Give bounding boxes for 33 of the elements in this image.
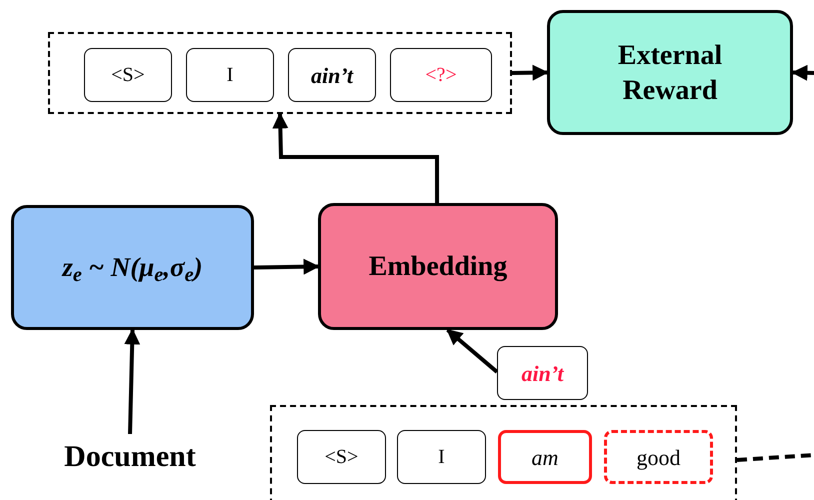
token-box (186, 48, 274, 102)
token-box (288, 48, 376, 102)
node-text: <S> (324, 445, 358, 470)
node-text: ain’t (522, 360, 564, 388)
reward-box (547, 10, 793, 135)
node-text: am (532, 444, 558, 472)
token-box (498, 430, 592, 484)
node-text: External Reward (616, 38, 724, 108)
embedding-box (318, 203, 558, 330)
token-sequence-box (48, 32, 512, 114)
node-text: ain’t (311, 62, 353, 90)
arrow (254, 258, 320, 275)
node-text: <S> (111, 63, 145, 88)
token-box (397, 430, 486, 484)
node-text: <?> (425, 63, 457, 88)
token-sequence-box (270, 405, 737, 500)
token-box (497, 346, 588, 400)
distribution-box (11, 205, 254, 330)
arrow (272, 112, 440, 203)
arrow (124, 328, 140, 434)
token-box (84, 48, 172, 102)
arrow (512, 64, 549, 81)
arrow (446, 328, 498, 374)
node-text: I (226, 63, 234, 88)
node-text: I (438, 445, 445, 470)
arrow (791, 64, 814, 81)
token-box (297, 430, 386, 484)
node-text: good (636, 444, 680, 472)
token-box (390, 48, 492, 102)
token-box (604, 430, 713, 484)
node-text: Document (64, 438, 196, 474)
node-text: z$_{e}$ ~ N(μ$_{e}$,σ$_{e}$) (62, 251, 203, 288)
node-text: Embedding (368, 250, 508, 284)
